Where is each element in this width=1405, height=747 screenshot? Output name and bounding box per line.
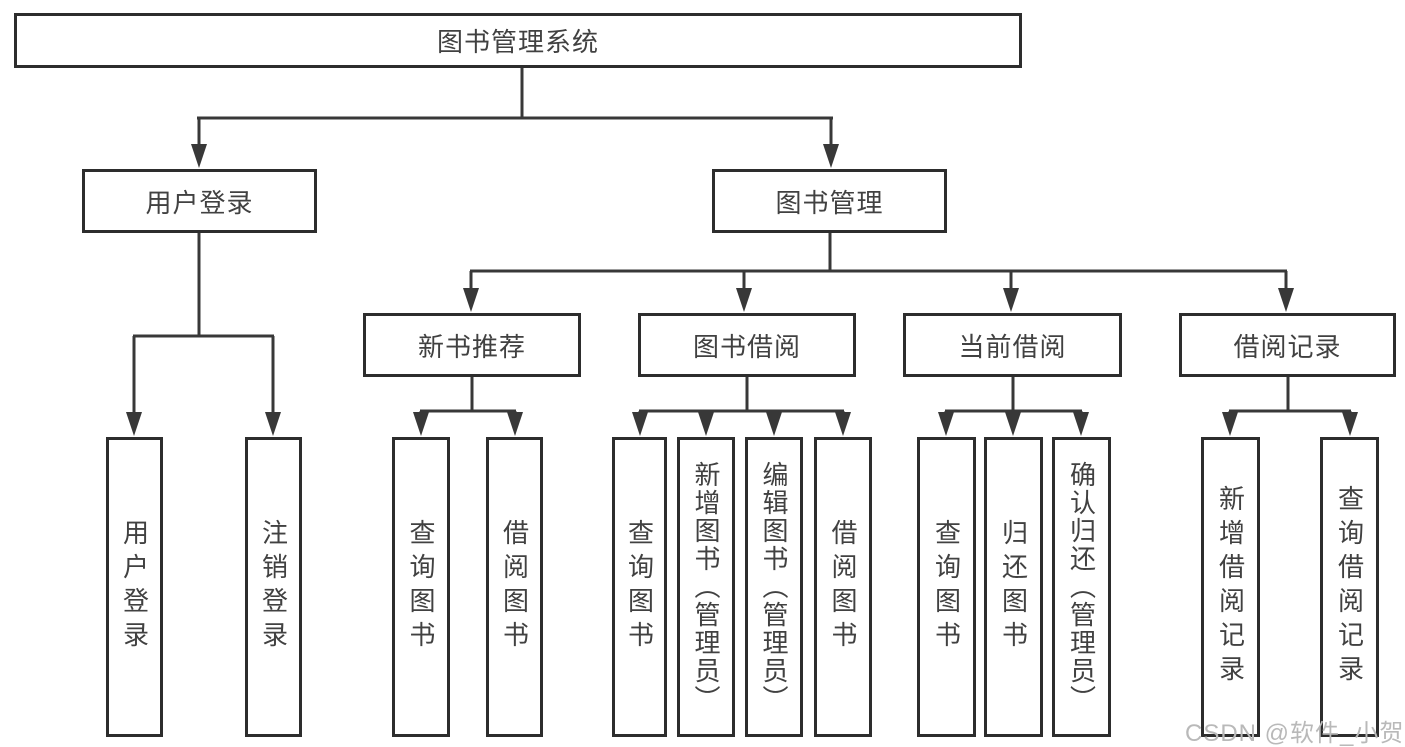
leaf-query-books-borrowing: 查询图书 [612,437,667,737]
node-label: 新增借阅记录 [1215,485,1246,689]
node-label: 用户登录 [119,519,150,655]
node-label: 图书借阅 [692,331,801,362]
leaf-return-books: 归还图书 [984,437,1043,737]
leaf-add-borrow-record: 新增借阅记录 [1201,437,1260,737]
leaf-user-login: 用户登录 [106,437,163,737]
node-label: 确认归还（管理员） [1066,461,1097,713]
node-new-book-recommend: 新书推荐 [363,313,581,377]
node-current-borrowing: 当前借阅 [903,313,1122,377]
node-label: 图书管理系统 [436,27,599,57]
node-label: 借阅图书 [499,519,530,655]
node-label: 新书推荐 [417,331,526,362]
node-label: 图书管理 [775,187,884,218]
node-label: 编辑图书（管理员） [759,461,789,713]
leaf-borrow-books-recommend: 借阅图书 [486,437,543,737]
node-book-borrowing: 图书借阅 [638,313,856,377]
node-label: 当前借阅 [958,331,1067,362]
node-label: 查询图书 [406,519,436,655]
node-label: 查询图书 [931,519,962,655]
node-label: 借阅记录 [1233,331,1342,362]
node-label: 用户登录 [145,187,254,218]
leaf-query-borrow-record: 查询借阅记录 [1320,437,1379,737]
node-label: 注销登录 [258,519,289,655]
leaf-confirm-return-admin: 确认归还（管理员） [1052,437,1111,737]
node-library-management-system: 图书管理系统 [14,13,1022,68]
node-label: 查询图书 [624,519,655,655]
leaf-add-book-admin: 新增图书（管理员） [677,437,735,737]
leaf-borrow-books: 借阅图书 [814,437,872,737]
node-label: 归还图书 [998,519,1029,655]
leaf-edit-book-admin: 编辑图书（管理员） [745,437,803,737]
node-label: 查询借阅记录 [1334,485,1365,689]
node-label: 新增图书（管理员） [691,461,721,713]
csdn-watermark: CSDN @软件_小贺同学 [1185,720,1405,747]
node-label: 借阅图书 [828,519,858,655]
node-book-management: 图书管理 [712,169,947,233]
node-borrowing-records: 借阅记录 [1179,313,1396,377]
arrowheads [126,144,1358,436]
leaf-query-books-recommend: 查询图书 [392,437,450,737]
leaf-query-books-current: 查询图书 [917,437,976,737]
node-user-login: 用户登录 [82,169,317,233]
leaf-logout: 注销登录 [245,437,302,737]
